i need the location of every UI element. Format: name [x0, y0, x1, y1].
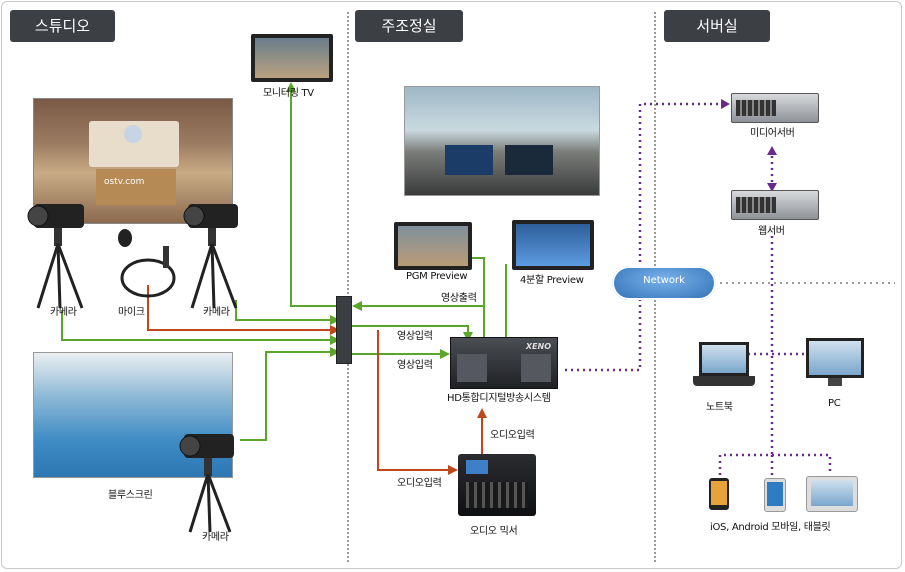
hd-broadcast-system: XENO: [450, 337, 558, 389]
line-system-network: [565, 290, 642, 372]
section-header-studio: 스튜디오: [10, 10, 115, 42]
video-in-2-label: 영상입력: [397, 360, 433, 371]
divider-studio-control: [347, 12, 349, 562]
tablet: [806, 476, 858, 512]
microphone-icon: [118, 229, 176, 298]
line-camera1: [61, 310, 340, 341]
studio-sign: ostv.com: [104, 177, 145, 187]
camera-2-label: 카메라: [203, 307, 230, 318]
line-pgm-preview: [472, 257, 485, 306]
notebook: [693, 342, 755, 390]
blue-screen-label: 블루스크린: [108, 490, 153, 501]
camera-3-label: 카메라: [202, 532, 229, 543]
section-header-server-room: 서버실: [664, 10, 770, 42]
audio-mixer-label: 오디오 믹서: [470, 526, 518, 537]
ios-phone: [709, 478, 729, 510]
video-in-1-label: 영상입력: [397, 331, 433, 342]
network-cloud: Network: [612, 266, 716, 300]
pgm-preview-monitor: [394, 222, 472, 270]
web-server-label: 웹서버: [758, 226, 785, 237]
hd-system-label: HD통합디지털방송시스템: [447, 393, 551, 404]
desktop-pc: [806, 338, 866, 392]
control-room-photo: [404, 86, 600, 196]
camera-1-label: 카메라: [50, 307, 77, 318]
pc-label: PC: [828, 398, 841, 409]
web-server: [731, 190, 819, 220]
monitor-tv: [251, 34, 333, 82]
line-network-media: [638, 102, 725, 268]
section-header-control-room: 주조정실: [355, 10, 463, 42]
line-monitor-tv: [290, 88, 338, 307]
line-mic: [147, 285, 340, 331]
audio-in-1-label: 오디오입력: [490, 430, 535, 441]
quad-preview-monitor: [512, 220, 594, 270]
video-out-label: 영상출력: [441, 293, 477, 304]
studio-set-photo: ostv.com: [33, 98, 233, 224]
line-camera3: [240, 351, 340, 441]
pgm-preview-label: PGM Preview: [406, 271, 468, 282]
line-mobile-branch: [718, 453, 832, 475]
camera-icon: [27, 204, 84, 309]
audio-mixer: [458, 454, 536, 516]
media-server-label: 미디어서버: [750, 128, 795, 139]
video-switcher: [336, 296, 352, 364]
notebook-label: 노트북: [706, 402, 733, 413]
monitor-tv-label: 모니터링 TV: [263, 88, 314, 99]
xeno-brand: XENO: [525, 342, 551, 351]
quad-preview-label: 4분할 Preview: [520, 275, 584, 286]
mobile-label: iOS, Android 모바일, 태블릿: [710, 522, 831, 533]
camera-icon: [179, 434, 234, 533]
mic-label: 마이크: [118, 307, 145, 318]
audio-in-2-label: 오디오입력: [397, 478, 442, 489]
network-label: Network: [643, 275, 685, 286]
media-server: [731, 93, 819, 123]
line-audio-out: [377, 330, 452, 471]
android-phone: [764, 478, 786, 512]
camera-icon: [183, 204, 238, 309]
